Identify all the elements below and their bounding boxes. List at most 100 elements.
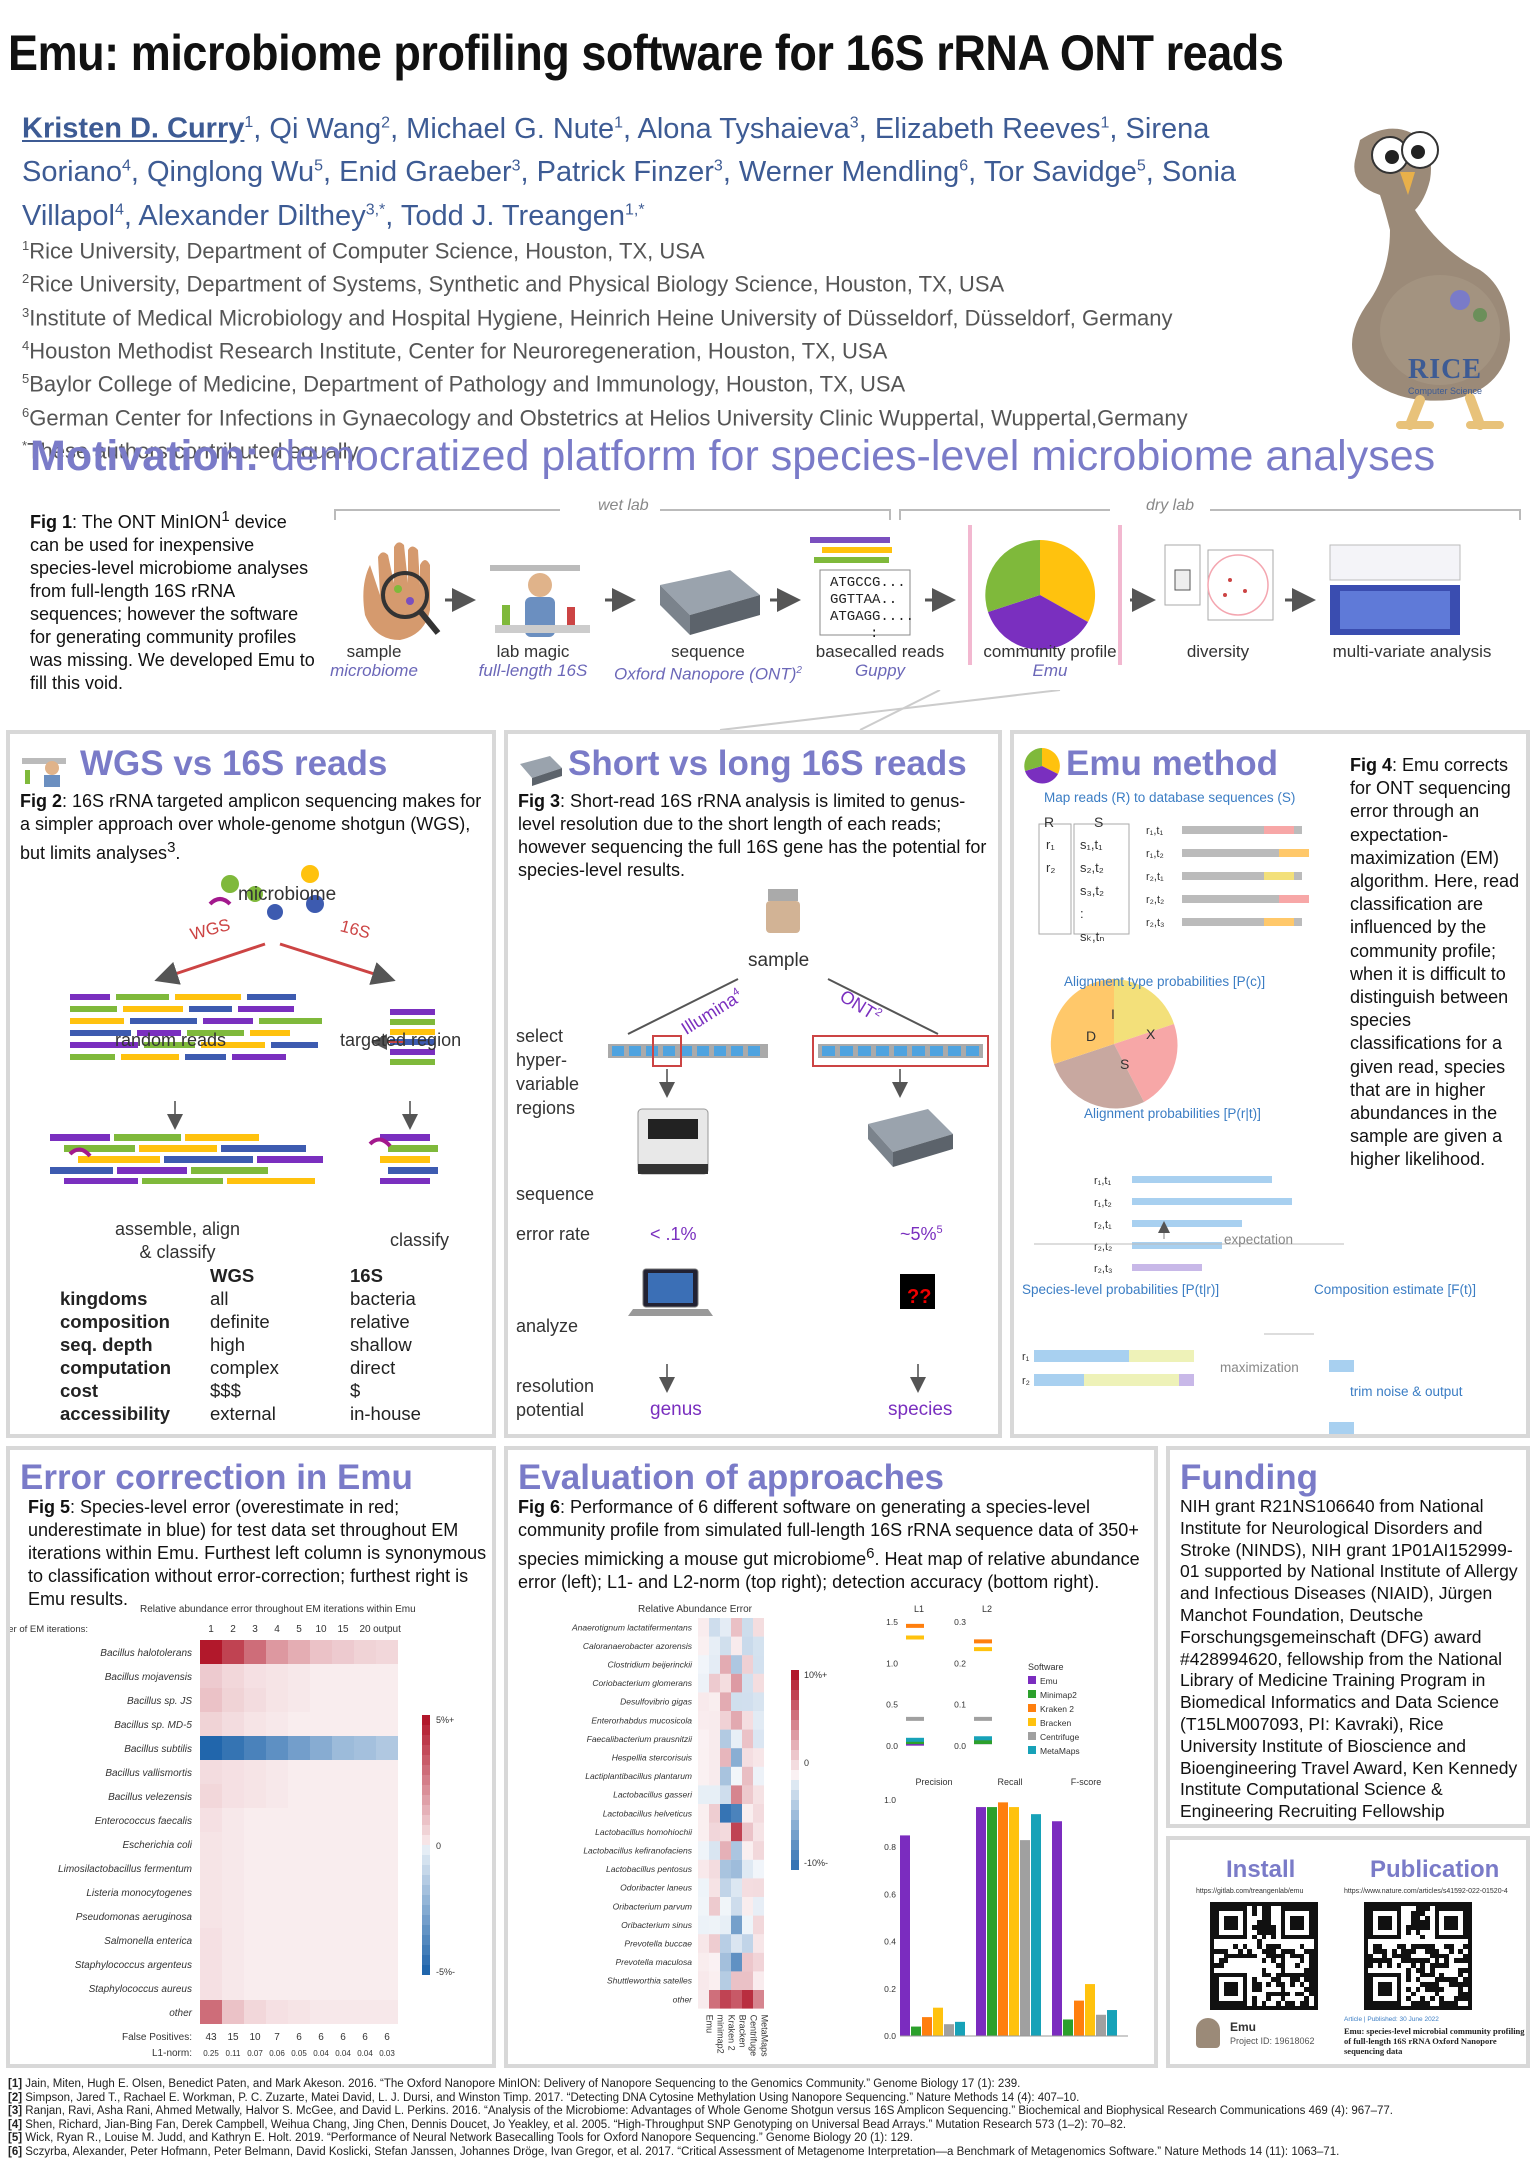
heatmap-cell bbox=[222, 1760, 244, 1784]
publication-url[interactable]: https://www.nature.com/articles/s41592-0… bbox=[1344, 1888, 1508, 1895]
eval-heatmap-cell bbox=[742, 1934, 753, 1953]
eval-heatmap-cell bbox=[753, 1711, 764, 1730]
random-read bbox=[189, 1006, 232, 1012]
norm-title: L2 bbox=[982, 1604, 992, 1614]
qr-module bbox=[1434, 1948, 1440, 1954]
alignment-prob-bar bbox=[1132, 1220, 1242, 1227]
eval-heatmap-cell bbox=[742, 1897, 753, 1916]
qr-module bbox=[1304, 2001, 1310, 2006]
reference-text: Simpson, Jared T., Rachael E. Workman, P… bbox=[22, 2091, 1080, 2104]
assembled-read bbox=[185, 1134, 259, 1141]
eval-heatmap-cell bbox=[731, 1673, 742, 1693]
qr-module bbox=[1256, 1982, 1262, 1987]
qr-module bbox=[1290, 1972, 1295, 1978]
alignment-prob-bar bbox=[1132, 1198, 1292, 1205]
qr-module bbox=[1444, 1963, 1449, 1968]
norm-tick: 0.5 bbox=[886, 1700, 898, 1710]
qr-module bbox=[1425, 1925, 1430, 1930]
eval-heatmap-cell bbox=[698, 1655, 709, 1674]
assembled-read bbox=[50, 1167, 113, 1174]
random-read bbox=[185, 1054, 226, 1060]
fig6-ref: 6 bbox=[866, 1545, 875, 1562]
table-header-cell: seq. depth bbox=[60, 1334, 153, 1355]
eval-colorbar-step bbox=[791, 1710, 799, 1720]
presenter-name[interactable]: Kristen D. Curry bbox=[22, 112, 245, 145]
colorbar-step bbox=[422, 1875, 430, 1885]
qr-module bbox=[1391, 1948, 1397, 1954]
heatmap-cell bbox=[266, 1760, 288, 1784]
targeted-region-label: targeted region bbox=[340, 1030, 462, 1050]
random-read bbox=[70, 1042, 138, 1048]
qr-module bbox=[1448, 2001, 1454, 2006]
eval-heatmap-cell bbox=[742, 1711, 753, 1730]
install-title: Install bbox=[1226, 1856, 1296, 1883]
heatmap-cell bbox=[288, 1880, 310, 1904]
qr-module bbox=[1410, 1920, 1416, 1926]
heatmap-cell bbox=[288, 1904, 310, 1928]
qr-module bbox=[1429, 1982, 1435, 1987]
fp-value: 43 bbox=[205, 2032, 217, 2043]
read-label: r₁ bbox=[1046, 837, 1055, 852]
row-label-resolution: resolution potential bbox=[516, 1376, 595, 1420]
heatmap-cell bbox=[244, 1760, 266, 1784]
heatmap-cell bbox=[266, 2000, 288, 2024]
eval-heatmap-cell bbox=[698, 1897, 709, 1916]
table-cell: complex bbox=[210, 1357, 279, 1378]
qr-module bbox=[1463, 1958, 1468, 1964]
eval-heatmap-cell bbox=[720, 1729, 731, 1749]
qr-module bbox=[1415, 1920, 1421, 1926]
row-label-analyze: analyze bbox=[516, 1316, 579, 1336]
eval-colorbar-step bbox=[791, 1850, 799, 1860]
links-panel: Install Publication https://gitlab.com/t… bbox=[1166, 1836, 1530, 2068]
qr-module bbox=[1444, 1977, 1449, 1983]
qr-module bbox=[1410, 1925, 1416, 1930]
species-label: Listeria monocytogenes bbox=[86, 1888, 192, 1899]
heatmap-cell bbox=[332, 1928, 354, 1952]
heatmap-cell bbox=[354, 1928, 376, 1952]
fig3-label: Fig 3 bbox=[518, 791, 561, 811]
qr-module bbox=[1252, 1996, 1257, 2002]
eval-heatmap-cell bbox=[709, 1618, 720, 1637]
publication-title-text[interactable]: Emu: species-level microbial community p… bbox=[1344, 2026, 1525, 2056]
eval-heatmap-cell bbox=[753, 1878, 764, 1897]
eval-heatmap-cell bbox=[731, 1971, 742, 1990]
colorbar-step bbox=[422, 1895, 430, 1905]
alignment-bar bbox=[1182, 849, 1302, 857]
eval-heatmap-cell bbox=[731, 1711, 742, 1730]
affiliation-line: 2Rice University, Department of Systems,… bbox=[22, 265, 1282, 298]
install-url[interactable]: https://gitlab.com/treangenlab/emu bbox=[1196, 1888, 1304, 1895]
publication-qr-code[interactable] bbox=[1364, 1902, 1472, 2010]
acc-title: Precision bbox=[915, 1777, 952, 1787]
qr-module bbox=[1448, 1982, 1454, 1987]
qr-module bbox=[1299, 1972, 1305, 1978]
fig3-caption: Fig 3: Short-read 16S rRNA analysis is l… bbox=[518, 790, 996, 882]
tool-label: Bracken bbox=[738, 2015, 748, 2048]
eval-colorbar-step bbox=[791, 1780, 799, 1790]
qr-module bbox=[1410, 1991, 1416, 1997]
hypervariable-region bbox=[894, 1046, 907, 1056]
unknown-analysis-mark: ?? bbox=[907, 1286, 932, 1308]
seq-label: s₃,t₂ bbox=[1080, 883, 1104, 898]
qr-module bbox=[1463, 1996, 1468, 2002]
heatmap-cell bbox=[244, 1784, 266, 1808]
eval-heatmap-cell bbox=[698, 1785, 709, 1804]
legend-swatch bbox=[1028, 1746, 1036, 1754]
heatmap-cell bbox=[332, 1880, 354, 1904]
qr-module bbox=[1261, 1910, 1267, 1916]
qr-module bbox=[1434, 1986, 1440, 1992]
heatmap-cell bbox=[200, 1664, 222, 1688]
basecalled-seq-snippet: ATGCCG... GGTTAA.. ATGAGG.... : bbox=[830, 575, 914, 643]
pair-label: r₂,t₃ bbox=[1146, 917, 1165, 929]
affiliation-text: Baylor College of Medicine, Department o… bbox=[29, 371, 906, 397]
install-qr-code[interactable] bbox=[1210, 1902, 1318, 2010]
heatmap-cell bbox=[332, 1640, 354, 1664]
eval-heatmap-cell bbox=[698, 1692, 709, 1711]
qr-module bbox=[1377, 1915, 1392, 1930]
eval-heatmap-cell bbox=[698, 1934, 709, 1953]
qr-module bbox=[1275, 1977, 1281, 1983]
heatmap-cell bbox=[200, 1880, 222, 1904]
acc-bar bbox=[1085, 1984, 1095, 2036]
fig1-caption: Fig 1: The ONT MinION1 device can be use… bbox=[30, 505, 320, 695]
qr-module bbox=[1434, 1982, 1440, 1987]
qr-module bbox=[1439, 2001, 1445, 2006]
